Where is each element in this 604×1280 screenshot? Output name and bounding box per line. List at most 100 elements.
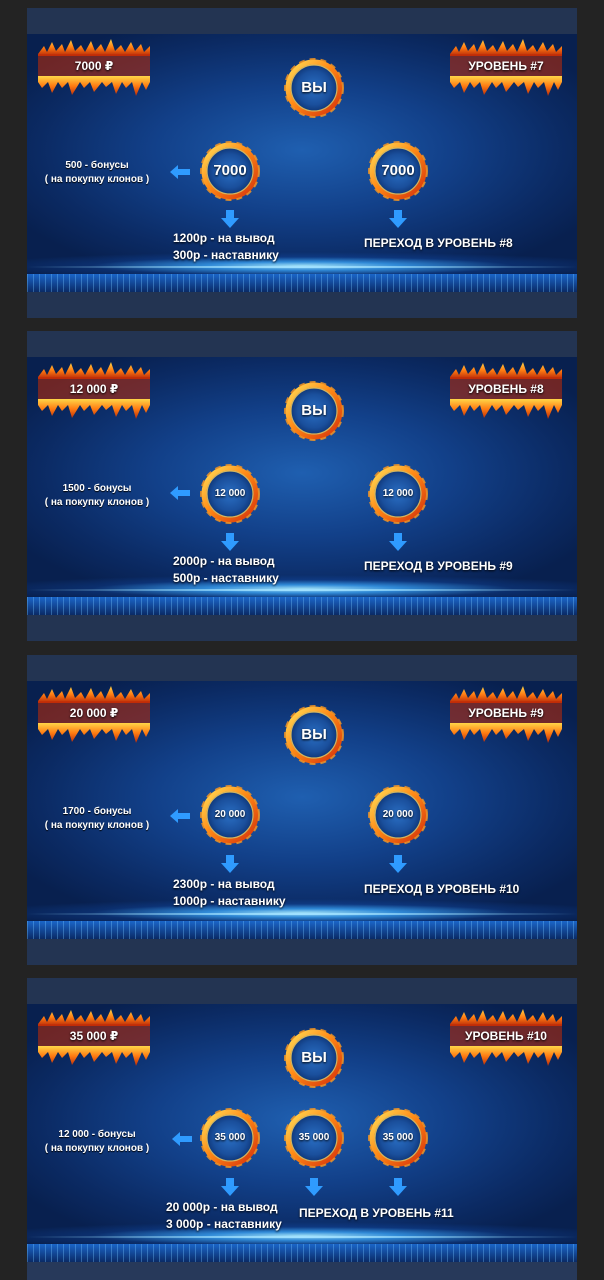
ring-value: 35 000 (382, 1132, 414, 1143)
fire-ring-icon (200, 785, 260, 845)
fire-ring-icon (368, 141, 428, 201)
sum-label: 7000 ₽ (74, 59, 114, 73)
level-label: УРОВЕНЬ #8 (468, 382, 544, 396)
sum-banner: 12 000 ₽ (38, 361, 150, 421)
ring-value: 20 000 (382, 809, 414, 820)
arrow-left-icon (172, 1132, 192, 1146)
you-label: ВЫ (301, 726, 327, 743)
flame-banner-icon (450, 362, 562, 419)
payout-text: 1200р - на вывод 300р - наставнику (173, 230, 279, 264)
level-slide: 35 000 ₽ УРОВЕНЬ #10 ВЫ (27, 1004, 577, 1262)
you-ring: ВЫ (282, 56, 346, 120)
level-label: УРОВЕНЬ #10 (465, 1029, 547, 1043)
ring-value: 20 000 (214, 809, 246, 820)
payout-mentor: 3 000р - наставнику (166, 1217, 282, 1231)
flame-banner-icon (450, 686, 562, 743)
slide-card: 12 000 ₽ УРОВЕНЬ #8 ВЫ (27, 331, 577, 641)
ring-value: 7000 (381, 162, 415, 179)
sum-banner: 7000 ₽ (38, 38, 150, 98)
right-value-ring: 20 000 (366, 783, 430, 847)
grid-floor (27, 274, 577, 292)
payout-withdraw: 2000р - на вывод (173, 554, 275, 568)
sum-label: 35 000 ₽ (69, 1029, 119, 1043)
payout-withdraw: 1200р - на вывод (173, 231, 275, 245)
next-level-text: ПЕРЕХОД В УРОВЕНЬ #9 (364, 559, 513, 573)
left-value-ring: 7000 (198, 139, 262, 203)
level-label: УРОВЕНЬ #9 (468, 706, 544, 720)
fire-ring-icon (200, 141, 260, 201)
next-level-text: ПЕРЕХОД В УРОВЕНЬ #8 (364, 236, 513, 250)
arrow-down-icon (389, 1178, 407, 1196)
payout-mentor: 300р - наставнику (173, 248, 279, 262)
fire-ring-icon (200, 464, 260, 524)
ring-value: 35 000 (214, 1132, 246, 1143)
grid-floor (27, 597, 577, 615)
you-ring: ВЫ (282, 703, 346, 767)
you-label: ВЫ (301, 1049, 327, 1066)
bonus-text: 1500 - бонусы ( на покупку клонов ) (27, 482, 172, 510)
payout-text: 20 000р - на вывод 3 000р - наставнику (166, 1199, 282, 1233)
fire-ring-icon (368, 785, 428, 845)
grid-floor (27, 1244, 577, 1262)
arrow-down-icon (305, 1178, 323, 1196)
fire-ring-icon (284, 1028, 344, 1088)
flame-banner-icon (38, 39, 150, 96)
bonus-text: 12 000 - бонусы ( на покупку клонов ) (27, 1128, 172, 1156)
card-top-strip (27, 655, 577, 681)
level-label: УРОВЕНЬ #7 (468, 59, 544, 73)
payout-text: 2300р - на вывод 1000р - наставнику (173, 876, 286, 910)
arrow-down-icon (389, 855, 407, 873)
bonus-note: ( на покупку клонов ) (44, 1143, 150, 1154)
bonus-text: 500 - бонусы ( на покупку клонов ) (27, 159, 172, 187)
card-bottom-strip (27, 615, 577, 641)
flame-banner-icon (38, 1009, 150, 1066)
slide-card: 35 000 ₽ УРОВЕНЬ #10 ВЫ (27, 978, 577, 1280)
arrow-down-icon (221, 1178, 239, 1196)
arrow-down-icon (389, 210, 407, 228)
you-label: ВЫ (301, 402, 327, 419)
bonus-note: ( на покупку клонов ) (44, 174, 150, 185)
arrow-down-icon (389, 533, 407, 551)
arrow-down-icon (221, 855, 239, 873)
arrow-left-icon (170, 165, 190, 179)
fire-ring-icon (284, 1108, 344, 1168)
arrow-left-icon (170, 809, 190, 823)
you-ring: ВЫ (282, 1026, 346, 1090)
bonus-line: 1500 - бонусы (62, 483, 132, 494)
left-value-ring: 12 000 (198, 462, 262, 526)
arrow-down-icon (221, 210, 239, 228)
payout-mentor: 1000р - наставнику (173, 894, 286, 908)
fire-ring-icon (368, 464, 428, 524)
next-level-text: ПЕРЕХОД В УРОВЕНЬ #10 (364, 882, 520, 896)
card-bottom-strip (27, 292, 577, 318)
slide-card: 7000 ₽ УРОВЕНЬ #7 ВЫ (27, 8, 577, 318)
glow-line (27, 589, 577, 591)
level-banner: УРОВЕНЬ #7 (450, 38, 562, 98)
sum-banner: 35 000 ₽ (38, 1008, 150, 1068)
fire-ring-icon (284, 705, 344, 765)
you-label: ВЫ (301, 79, 327, 96)
card-top-strip (27, 8, 577, 34)
sum-label: 20 000 ₽ (69, 706, 119, 720)
level-slide: 20 000 ₽ УРОВЕНЬ #9 ВЫ (27, 681, 577, 939)
level-banner: УРОВЕНЬ #10 (450, 1008, 562, 1068)
middle-value-ring: 35 000 (282, 1106, 346, 1170)
bonus-line: 500 - бонусы (65, 160, 129, 171)
bonus-note: ( на покупку клонов ) (44, 820, 150, 831)
payout-withdraw: 2300р - на вывод (173, 877, 275, 891)
arrow-left-icon (170, 486, 190, 500)
payout-withdraw: 20 000р - на вывод (166, 1200, 278, 1214)
right-value-ring: 7000 (366, 139, 430, 203)
level-slide: 7000 ₽ УРОВЕНЬ #7 ВЫ (27, 34, 577, 292)
flame-banner-icon (450, 39, 562, 96)
level-slide: 12 000 ₽ УРОВЕНЬ #8 ВЫ (27, 357, 577, 615)
sum-label: 12 000 ₽ (69, 382, 119, 396)
flame-banner-icon (38, 362, 150, 419)
right-value-ring: 35 000 (366, 1106, 430, 1170)
sum-banner: 20 000 ₽ (38, 685, 150, 745)
you-ring: ВЫ (282, 379, 346, 443)
ring-value: 35 000 (298, 1132, 330, 1143)
arrow-down-icon (221, 533, 239, 551)
fire-ring-icon (368, 1108, 428, 1168)
left-value-ring: 35 000 (198, 1106, 262, 1170)
